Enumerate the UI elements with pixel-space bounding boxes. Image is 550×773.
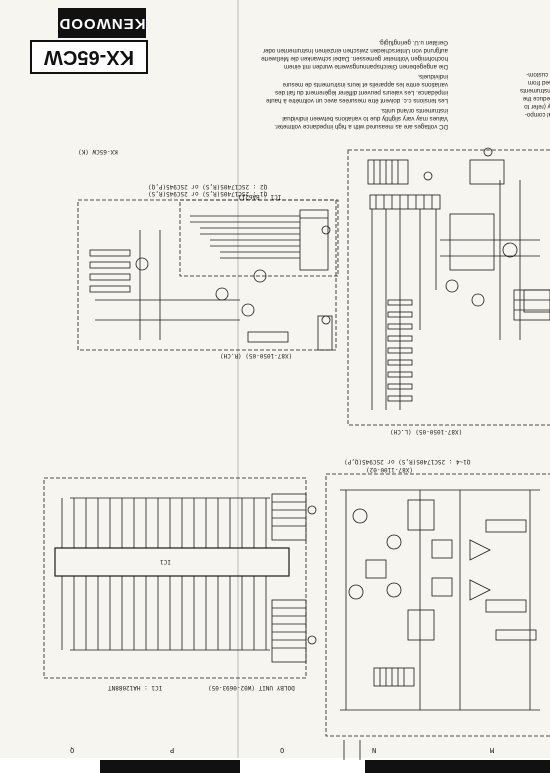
side-line: al compo-	[524, 111, 550, 118]
zone-q: Q	[70, 746, 75, 754]
board-rch	[77, 199, 339, 351]
model-small-label: KX-65CW (K)	[78, 148, 118, 155]
board-right-edge	[513, 289, 550, 321]
board-dolby	[43, 477, 317, 679]
note-en: DC voltages are as measured with a high …	[274, 107, 448, 130]
side-line: sed from	[527, 79, 550, 86]
unit-main-label: (X87-1100-02)	[366, 466, 413, 473]
zone-p: P	[170, 746, 175, 754]
side-line: ly (refer to	[524, 103, 550, 110]
board-lch	[347, 147, 550, 426]
q-note-main: Q1~4 : 2SC1740S(R,S) or 2SC945(Q,P)	[344, 458, 471, 465]
zone-o: O	[280, 746, 285, 754]
unit-dolby-label: DOLBY UNIT (W02-0693-05)	[208, 684, 295, 691]
ic1-dolby-label: IC1 : HA12088NT	[108, 684, 163, 691]
q-note-s: Q1 : 2SC1740S(R,S) or 2SC945(R,S)	[148, 190, 268, 197]
zone-n: N	[372, 746, 377, 754]
side-line: reduce the	[522, 95, 550, 102]
unit-lch-label: (X87-1050-05) (L.CH)	[390, 428, 463, 435]
side-line: instruments	[520, 87, 550, 94]
brand-text: KENWOOD	[58, 15, 146, 32]
note-de: Die angegebenen Gleichspannungswerte wur…	[261, 39, 448, 70]
q-note-r: Q2 : 2SC1740S(R,S) or 2SC945(P,Q)	[148, 183, 268, 190]
brand-logo: KENWOOD	[58, 8, 146, 38]
side-line: r custom-	[526, 71, 550, 78]
model-title: KX-65CW	[44, 46, 135, 68]
zone-m: M	[490, 746, 495, 754]
model-title-box: KX-65CW	[30, 40, 148, 74]
unit-rch-label: (X87-1050-05) (R.CH)	[220, 352, 293, 359]
note-fr: Les tensions c.c. doivent être mesurées …	[266, 73, 448, 104]
ic1-main-label: IC1	[160, 558, 171, 565]
side-text: al compo- ly (refer to reduce the instru…	[512, 70, 550, 118]
notes-block: DC voltages are as measured with a high …	[258, 36, 448, 130]
board-main	[325, 473, 550, 760]
